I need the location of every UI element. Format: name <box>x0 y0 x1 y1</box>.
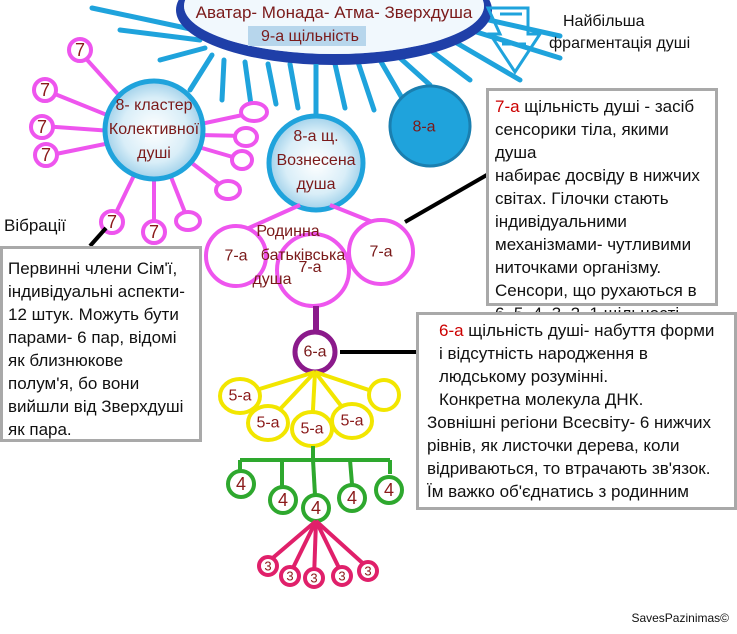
note-line: механізмами- чутливими <box>495 235 692 254</box>
four-label: 4 <box>236 474 246 494</box>
note-line: індивідуальними <box>495 212 627 231</box>
note-line: Сенсори, що рухаються в <box>495 281 697 300</box>
density-7-highlight: 7-а <box>495 97 520 116</box>
seven-node <box>67 37 93 63</box>
ascended-line2: Вознесена <box>276 152 355 169</box>
note-line: відриваються, то втрачають зв'язок. <box>427 459 711 478</box>
ascended-soul <box>266 113 366 213</box>
five-a-label: 5-а <box>340 413 363 430</box>
density-6-note: 6-а щільність душі- набуття форми і відс… <box>416 312 737 510</box>
note-line: набирає досвіду в нижчих <box>495 166 700 185</box>
five-a-nodes <box>218 377 401 448</box>
note-line: людському розумінні. <box>439 367 609 386</box>
credit-text: SavesPazinimas© <box>631 611 729 625</box>
magenta-branches <box>266 519 370 579</box>
seven-label: 7 <box>40 80 50 100</box>
cluster-line1: 8- кластер <box>115 97 192 114</box>
green-branches <box>238 446 392 496</box>
cluster-seven-labels: 7 7 7 7 7 7 <box>37 40 159 242</box>
note-line: світах. Гілочки стають <box>495 189 669 208</box>
seven-node <box>32 77 58 103</box>
three-label: 3 <box>364 564 371 579</box>
density-6-highlight: 6-а <box>439 321 464 340</box>
note-line: 12 штук. Можуть бути <box>8 305 179 324</box>
note-line: Конкретна молекула ДНК. <box>439 390 644 409</box>
ascended-line3: душа <box>296 176 335 193</box>
collective-soul-cluster <box>102 78 206 182</box>
note-line: індивідуальні аспекти- <box>8 282 185 301</box>
seven-a-nodes <box>204 218 415 308</box>
three-label: 3 <box>310 571 317 586</box>
fragmentation-label-line2: фрагментація душі <box>549 35 690 52</box>
node-7a-center-label: 7-а <box>298 259 321 276</box>
three-nodes <box>257 555 379 589</box>
node-6a-label: 6-а <box>303 344 326 361</box>
five-a-label: 5-а <box>300 421 323 438</box>
cluster-line3: душі <box>137 145 171 162</box>
note-line: вийшли від Зверхдуші <box>8 397 184 416</box>
note-line: полум'я, бо вони <box>8 374 140 393</box>
node-7a-left <box>204 224 268 288</box>
cluster-line2: Колективної <box>109 121 200 138</box>
cluster-seven-nodes <box>29 37 269 245</box>
fragmentation-arrow-icon <box>485 6 543 75</box>
node-8a-label: 8-а <box>412 119 435 136</box>
seven-node <box>99 209 125 235</box>
node-7a-right <box>347 218 415 286</box>
ascended-line1: 8-а щ. <box>293 128 338 145</box>
note-line: і відсутність народження в <box>439 344 648 363</box>
note-line: сенсорики тіла, якими душа <box>495 120 669 162</box>
note-line: ниточками організму. <box>495 258 662 277</box>
three-label: 3 <box>264 559 271 574</box>
seven-label: 7 <box>41 145 51 165</box>
three-label: 3 <box>338 569 345 584</box>
four-label: 4 <box>384 480 394 500</box>
family-soul-line2: батьківська <box>261 247 346 264</box>
node-8a <box>388 84 472 168</box>
seven-label: 7 <box>107 212 117 232</box>
four-label: 4 <box>311 498 321 518</box>
node-7a-left-label: 7-а <box>224 248 247 265</box>
seven-node <box>29 114 55 140</box>
oversoul-sun <box>176 0 492 65</box>
seven-label: 7 <box>149 222 159 242</box>
fragmentation-label-line1: Найбільша <box>563 13 645 30</box>
note-line: Їм важко об'єднатись з родинним <box>427 482 689 501</box>
pointer-lines <box>88 170 493 354</box>
note-line: як близнюкове <box>8 351 124 370</box>
four-labels: 4 4 4 4 4 <box>236 474 394 518</box>
four-nodes <box>226 469 404 523</box>
note-line: щільність душі - засіб <box>519 97 695 116</box>
four-label: 4 <box>278 490 288 510</box>
note-line: рівнів, як листочки дерева, коли <box>427 436 680 455</box>
note-line: Первинні члени Сім'ї, <box>8 259 178 278</box>
seven-node <box>141 219 167 245</box>
three-labels: 3 3 3 3 3 <box>264 559 371 586</box>
four-label: 4 <box>347 488 357 508</box>
density-7-note: 7-а щільність душі - засіб сенсорики тіл… <box>486 88 718 323</box>
note-line: парами- 6 пар, відомі <box>8 328 177 347</box>
three-label: 3 <box>286 569 293 584</box>
density-9-label: 9-а щільність <box>261 28 359 45</box>
sun-rays <box>89 5 563 115</box>
family-members-note: Первинні члени Сім'ї, індивідуальні аспе… <box>0 246 202 442</box>
family-soul-line1: Родинна <box>256 223 319 240</box>
five-a-label: 5-а <box>228 388 251 405</box>
note-line: щільність душі- набуття форми <box>463 321 715 340</box>
five-a-labels: 5-а 5-а 5-а 5-а <box>228 388 363 438</box>
note-line: Зовнішні регіони Всесвіту- 6 нижчих <box>427 413 711 432</box>
family-soul-line3: душа <box>252 271 291 288</box>
node-7a-right-label: 7-а <box>369 244 392 261</box>
seven-label: 7 <box>75 40 85 60</box>
seven-node <box>33 142 59 168</box>
oversoul-title: Аватар- Монада- Атма- Зверхдуша <box>196 3 473 22</box>
five-a-label: 5-а <box>256 415 279 432</box>
note-line: як пара. <box>8 420 72 439</box>
vibrations-label: Вібрації <box>4 216 66 235</box>
seven-label: 7 <box>37 117 47 137</box>
